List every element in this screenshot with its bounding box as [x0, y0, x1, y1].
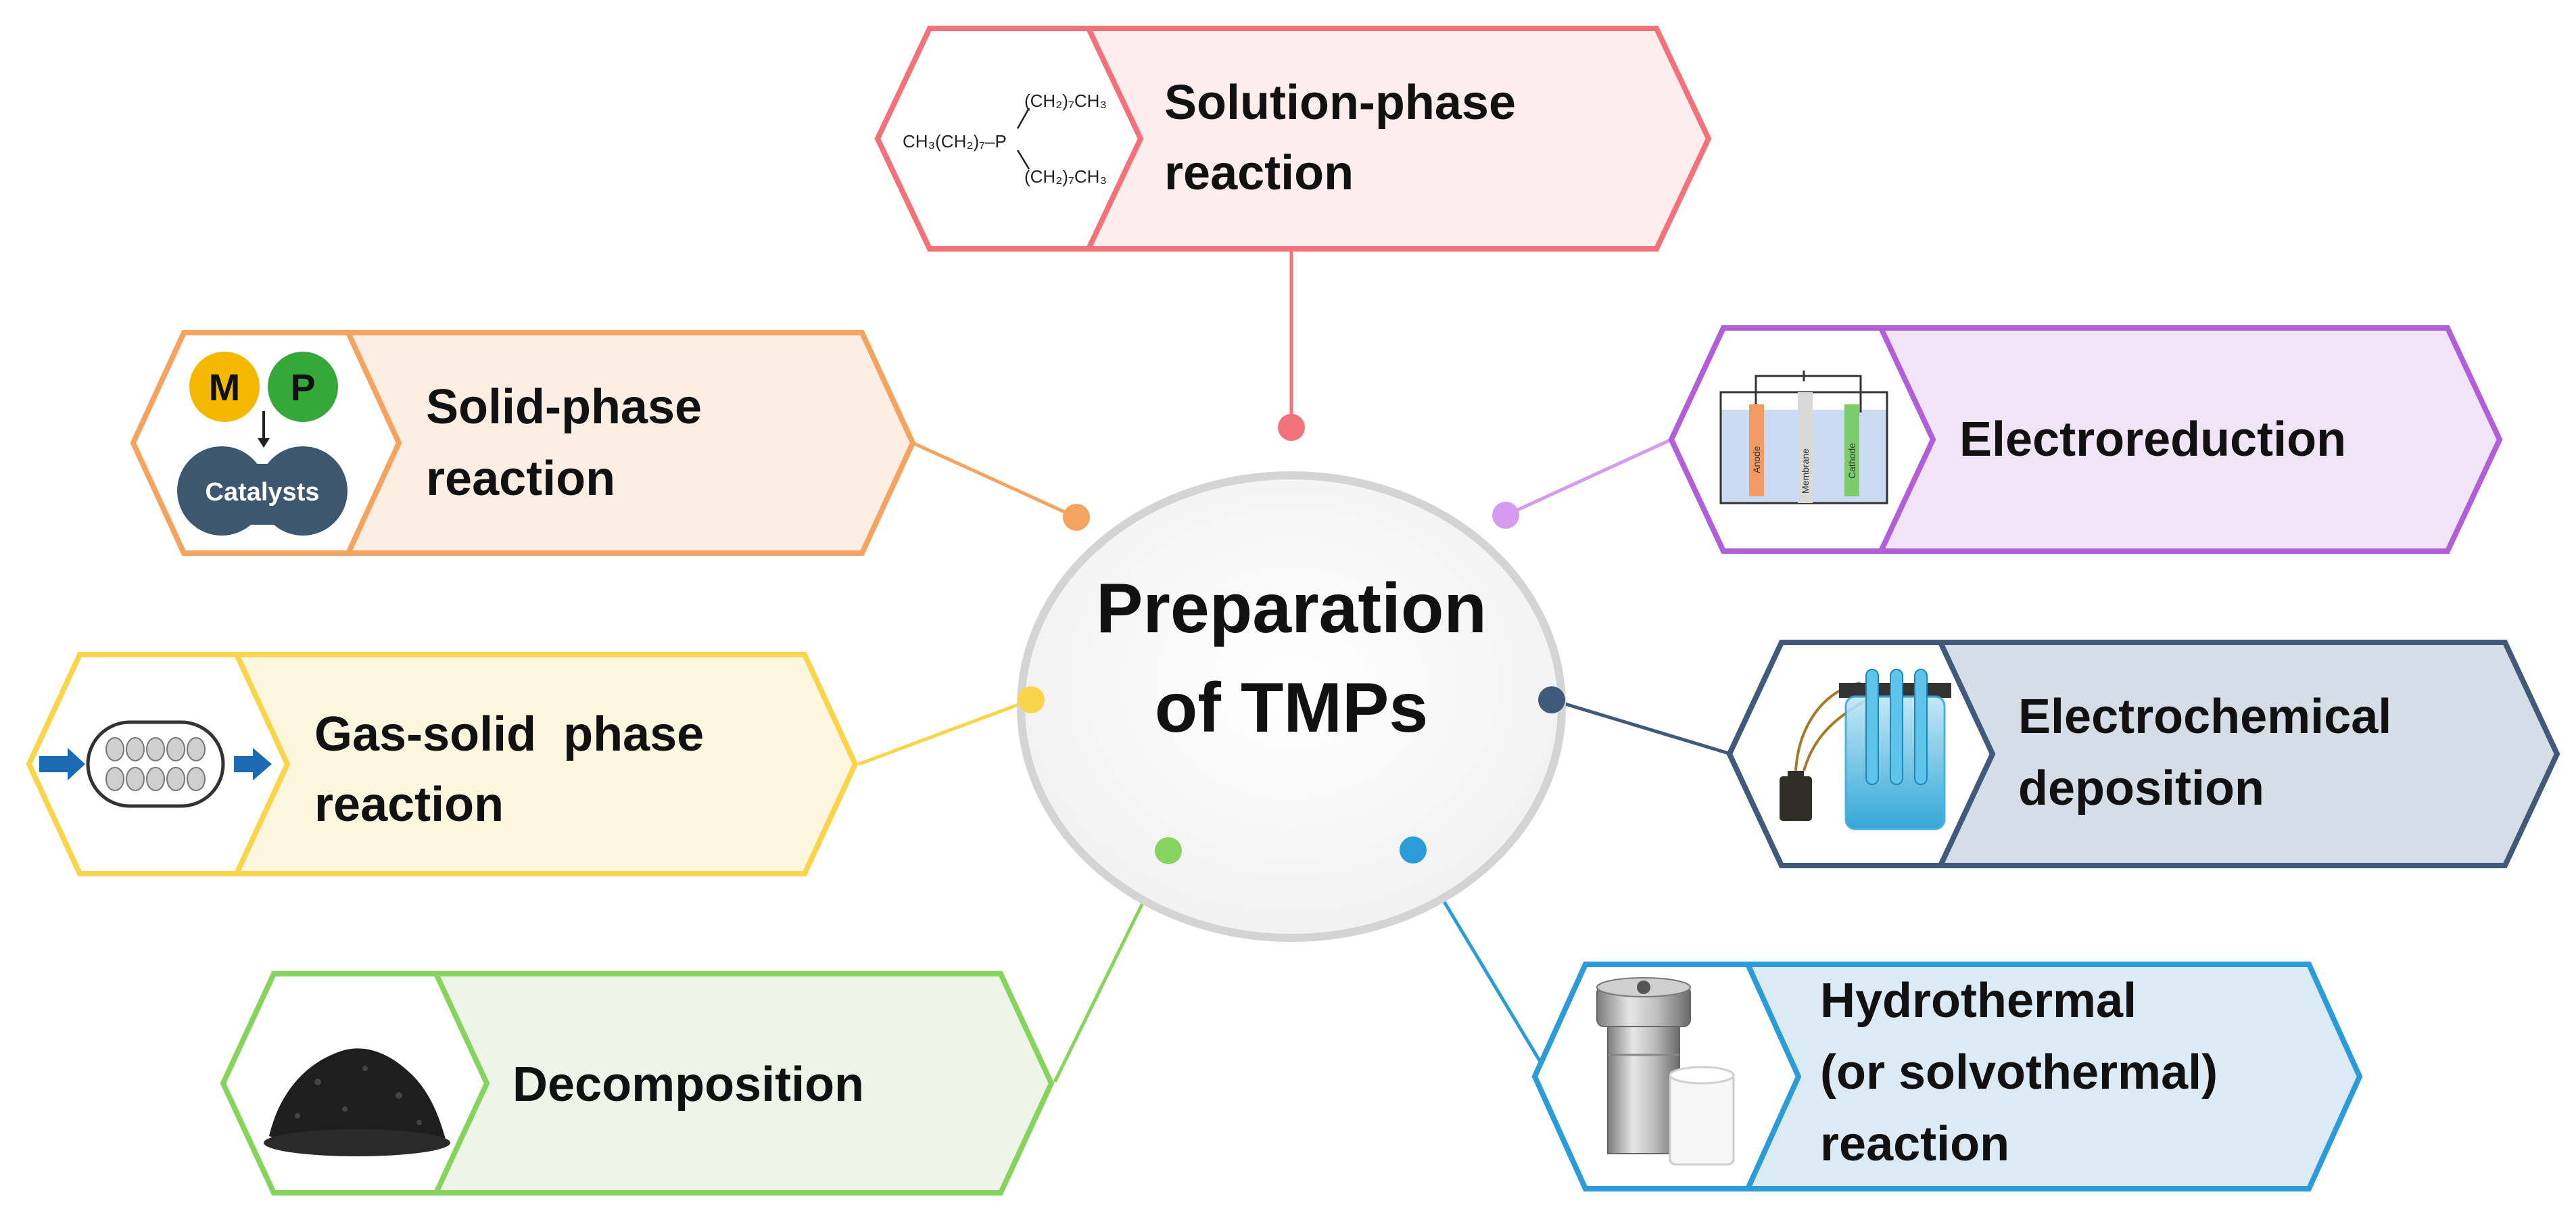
card-solid-phase: Solid-phase reaction M P Catalysts: [130, 330, 916, 556]
center-node: Preparation of TMPs: [1017, 471, 1566, 942]
dot-solid: [1063, 504, 1090, 531]
card-electroreduction: Electroreduction Anode Membrane Cathode: [1668, 325, 2503, 554]
card-label-line-3: reaction: [1820, 1117, 2009, 1171]
card-decomposition: Decomposition: [220, 971, 1055, 1196]
card-electrochemical-deposition: Electrochemical deposition: [1726, 640, 2560, 868]
connector-solid: [911, 441, 1078, 519]
card-icon-pane: [874, 26, 1144, 252]
connector-dots: [1018, 414, 1565, 864]
bond-down: [1016, 149, 1030, 170]
arrow-head: [258, 438, 270, 448]
anode-label: Anode: [1751, 446, 1762, 473]
card-label: Electroreduction: [1959, 412, 2346, 467]
powder-base: [264, 1129, 450, 1156]
card-label-line-2: deposition: [2018, 761, 2264, 816]
center-title-line-2: of TMPs: [1155, 669, 1428, 747]
membrane-label: Membrane: [1800, 448, 1811, 494]
catalysts-label: Catalysts: [206, 478, 320, 506]
connector-electroreduction: [1504, 438, 1673, 517]
bond-up: [1016, 108, 1030, 129]
pellets: [105, 737, 206, 791]
card-label-line-2: reaction: [314, 778, 504, 832]
outlet-arrow-head: [253, 748, 272, 780]
dot-decomposition: [1155, 837, 1182, 864]
powder-heap: [269, 1048, 446, 1151]
card-label-line-1: Solid-phase: [426, 380, 702, 434]
formula-bottom: (CH₂)₇CH₃: [1024, 166, 1107, 187]
black-powder-icon: [264, 1048, 450, 1156]
card-gas-solid-phase: Gas-solid phase reaction: [26, 652, 859, 876]
electrode-1: [1865, 669, 1879, 785]
electrochemical-cell-icon: [1780, 669, 1951, 830]
card-label-line-1: Electrochemical: [2018, 690, 2391, 744]
autoclave-screw: [1637, 981, 1650, 994]
dot-electrochemical: [1538, 686, 1565, 713]
tube-icon: [86, 720, 225, 808]
cathode-label: Cathode: [1846, 443, 1857, 479]
card-hydrothermal: Hydrothermal (or solvothermal) reaction: [1531, 962, 2363, 1191]
solid-reaction-icon: M P Catalysts: [177, 352, 348, 536]
ptfe-liner-top: [1669, 1066, 1735, 1085]
membrane: [1798, 392, 1813, 503]
electrode-2: [1890, 669, 1903, 785]
phosphorus-circle-icon: [268, 352, 338, 422]
card-solution-phase: Solution-phase reaction CH₃(CH₂)₇–P (CH₂…: [874, 26, 1712, 252]
anode: [1749, 404, 1764, 496]
card-label-line-2: reaction: [1164, 146, 1354, 200]
autoclave-icon: [1596, 977, 1735, 1166]
cathode: [1844, 404, 1859, 496]
dot-hydrothermal: [1400, 836, 1427, 864]
circuit-wire: [1755, 375, 1862, 412]
card-label-line-1: Gas-solid phase: [314, 707, 704, 761]
dot-solution: [1278, 414, 1305, 441]
outlet-arrow-icon: [234, 756, 254, 772]
electrode-3: [1914, 669, 1928, 785]
center-title-line-1: Preparation: [1096, 569, 1487, 648]
dot-electroreduction: [1492, 502, 1519, 529]
inlet-arrow-head: [68, 748, 85, 780]
formula-left: CH₃(CH₂)₇–P: [903, 131, 1007, 151]
metal-symbol: M: [209, 366, 241, 408]
tube-furnace-icon: [39, 720, 272, 808]
card-label-line-2: (or solvothermal): [1820, 1045, 2218, 1100]
dot-gas: [1018, 686, 1045, 713]
battery-cap: [1788, 771, 1804, 778]
connectors: [858, 250, 1732, 1083]
card-label-line-1: Hydrothermal: [1820, 974, 2137, 1028]
card-label-line-1: Solution-phase: [1164, 76, 1516, 130]
catalyst-blob-mid: [222, 464, 303, 525]
connector-electrochemical: [1551, 698, 1732, 756]
card-label-line-2: reaction: [426, 452, 615, 506]
autoclave-body: [1607, 1026, 1680, 1154]
inlet-arrow-icon: [39, 756, 69, 772]
phosphine-formula-icon: CH₃(CH₂)₇–P (CH₂)₇CH₃ (CH₂)₇CH₃: [903, 91, 1107, 187]
metal-circle-icon: [189, 352, 260, 422]
connector-gas: [858, 698, 1032, 766]
battery: [1780, 776, 1812, 821]
formula-top: (CH₂)₇CH₃: [1024, 91, 1107, 111]
electrolysis-cell-icon: Anode Membrane Cathode: [1719, 371, 1888, 504]
card-label: Decomposition: [512, 1058, 864, 1112]
phosphorus-symbol: P: [290, 366, 315, 408]
powder-specks: [295, 1066, 422, 1125]
ptfe-liner: [1669, 1072, 1735, 1166]
